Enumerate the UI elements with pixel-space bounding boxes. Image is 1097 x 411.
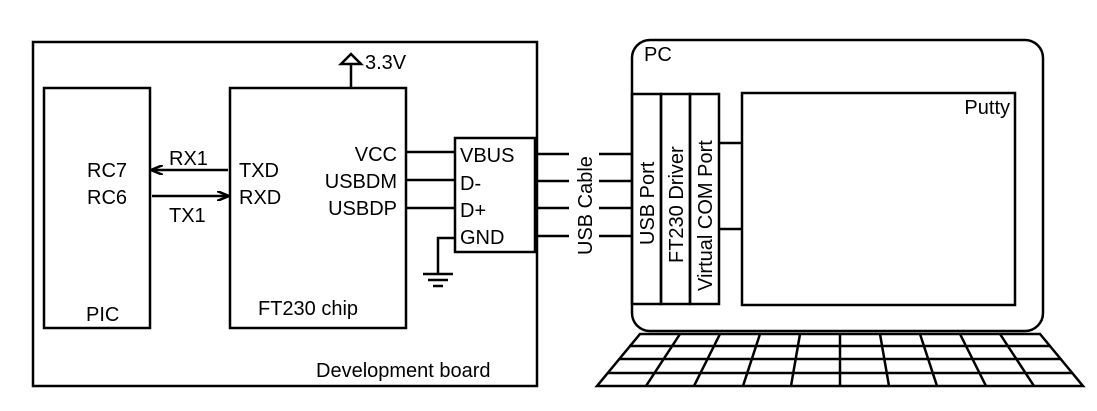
- pic-label: PIC: [86, 304, 119, 326]
- development-board-label: Development board: [316, 360, 491, 382]
- connector-pin-dplus: D+: [460, 200, 486, 222]
- connector-pin-dminus: D-: [460, 173, 481, 195]
- ft230-pin-vcc: VCC: [355, 144, 397, 166]
- supply-symbol: [337, 52, 365, 88]
- ft230-pin-usbdm: USBDM: [325, 171, 397, 193]
- putty-window: [740, 91, 1017, 307]
- supply-label: 3.3V: [365, 52, 407, 74]
- pc-label: PC: [644, 44, 672, 66]
- usb-connector-box: [453, 136, 537, 254]
- putty-label: Putty: [964, 97, 1010, 119]
- development-board: [31, 40, 539, 388]
- layer-usb-port-label: USB Port: [637, 161, 659, 245]
- ft230-pin-rxd: RXD: [239, 187, 281, 209]
- ft230-pin-txd: TXD: [239, 160, 279, 182]
- layer-virtual-com-port: [688, 92, 721, 306]
- pic-pin-rc7: RC7: [87, 160, 127, 182]
- usb-cable-label: USB Cable: [575, 156, 597, 255]
- laptop-keyboard: [594, 332, 1086, 388]
- pic-pin-rc6: RC6: [87, 187, 127, 209]
- layer-virtual-com-port-label: Virtual COM Port: [695, 140, 717, 291]
- laptop-screen: [630, 38, 1045, 333]
- connector-pin-vbus: VBUS: [460, 145, 514, 167]
- tx-label: TX1: [169, 205, 206, 227]
- layer-ft230-driver-label: FT230 Driver: [666, 146, 688, 263]
- connector-pin-gnd: GND: [460, 227, 504, 249]
- ft230-label: FT230 chip: [258, 298, 358, 320]
- pic-box: [42, 86, 152, 330]
- rx-label: RX1: [169, 148, 208, 170]
- ft230-pin-usbdp: USBDP: [328, 198, 397, 220]
- ground-symbol: [423, 236, 455, 288]
